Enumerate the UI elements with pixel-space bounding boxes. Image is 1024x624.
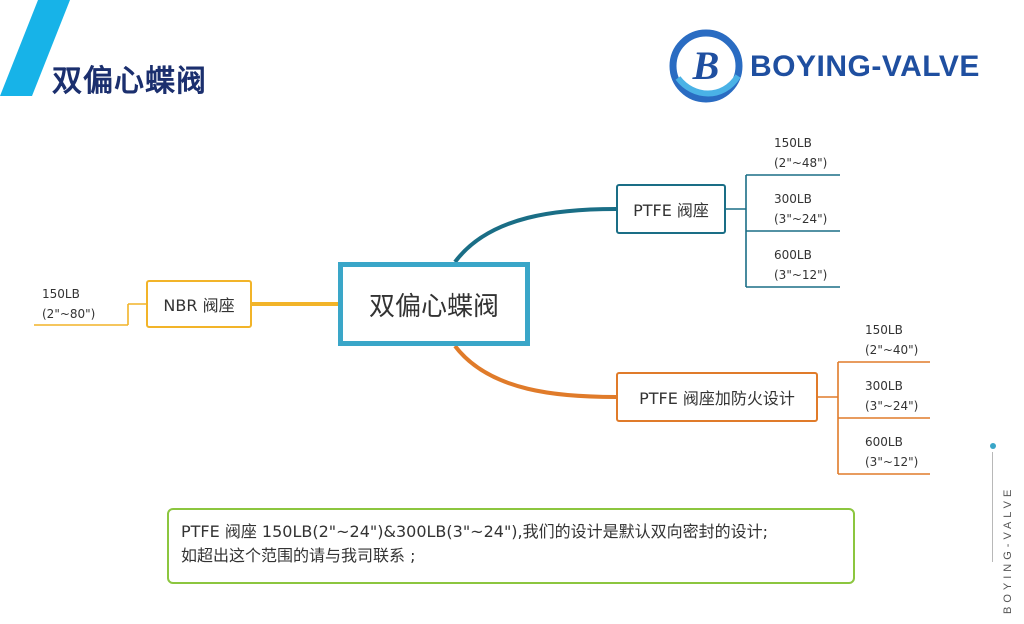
- leaf-ptfe-150lb: 150LB (2"~48"): [774, 133, 827, 173]
- company-logo: B BOYING-VALVE: [668, 28, 1024, 104]
- bracket-nbr: [34, 303, 146, 326]
- svg-text:B: B: [692, 43, 720, 88]
- leaf-rating: 150LB: [774, 136, 812, 150]
- side-divider: [992, 452, 993, 562]
- leaf-ptfe-fire-600lb: 600LB (3"~12"): [865, 432, 918, 472]
- leaf-rating: 300LB: [865, 379, 903, 393]
- logo-b-icon: B: [669, 29, 743, 103]
- leaf-ptfe-fire-300lb: 300LB (3"~24"): [865, 376, 918, 416]
- leaf-nbr-150lb: 150LB (2"~80"): [42, 284, 95, 324]
- leaf-rating: 600LB: [865, 435, 903, 449]
- central-node: 双偏心蝶阀: [338, 262, 530, 346]
- leaf-range: (3"~24"): [865, 399, 919, 413]
- leaf-range: (3"~12"): [774, 268, 828, 282]
- leaf-range: (2"~48"): [774, 156, 828, 170]
- note-line-2: 如超出这个范围的请与我司联系 ;: [181, 546, 416, 565]
- leaf-ptfe-fire-150lb: 150LB (2"~40"): [865, 320, 918, 360]
- header-accent-bar: [0, 0, 70, 96]
- leaf-range: (2"~80"): [42, 307, 96, 321]
- leaf-range: (3"~12"): [865, 455, 919, 469]
- leaf-rating: 150LB: [42, 287, 80, 301]
- note-line-1: PTFE 阀座 150LB(2"~24")&300LB(3"~24"),我们的设…: [181, 522, 769, 541]
- leaf-range: (2"~40"): [865, 343, 919, 357]
- branch-node-ptfe: PTFE 阀座: [616, 184, 726, 234]
- connector-ptfe: [453, 207, 617, 264]
- leaf-ptfe-300lb: 300LB (3"~24"): [774, 189, 827, 229]
- side-dot-icon: [990, 443, 996, 449]
- leaf-range: (3"~24"): [774, 212, 828, 226]
- side-brand-text: BOYING-VALVE: [1002, 485, 1014, 614]
- page-title: 双偏心蝶阀: [52, 64, 207, 99]
- bracket-ptfe: [726, 174, 840, 288]
- leaf-rating: 150LB: [865, 323, 903, 337]
- branch-node-nbr: NBR 阀座: [146, 280, 252, 328]
- connector-ptfe-fire: [453, 344, 617, 399]
- note-box: PTFE 阀座 150LB(2"~24")&300LB(3"~24"),我们的设…: [167, 508, 855, 584]
- leaf-ptfe-600lb: 600LB (3"~12"): [774, 245, 827, 285]
- branch-node-ptfe-fire: PTFE 阀座加防火设计: [616, 372, 818, 422]
- leaf-rating: 600LB: [774, 248, 812, 262]
- bracket-ptfe-fire: [818, 361, 930, 475]
- logo-text: BOYING-VALVE: [750, 50, 980, 83]
- leaf-rating: 300LB: [774, 192, 812, 206]
